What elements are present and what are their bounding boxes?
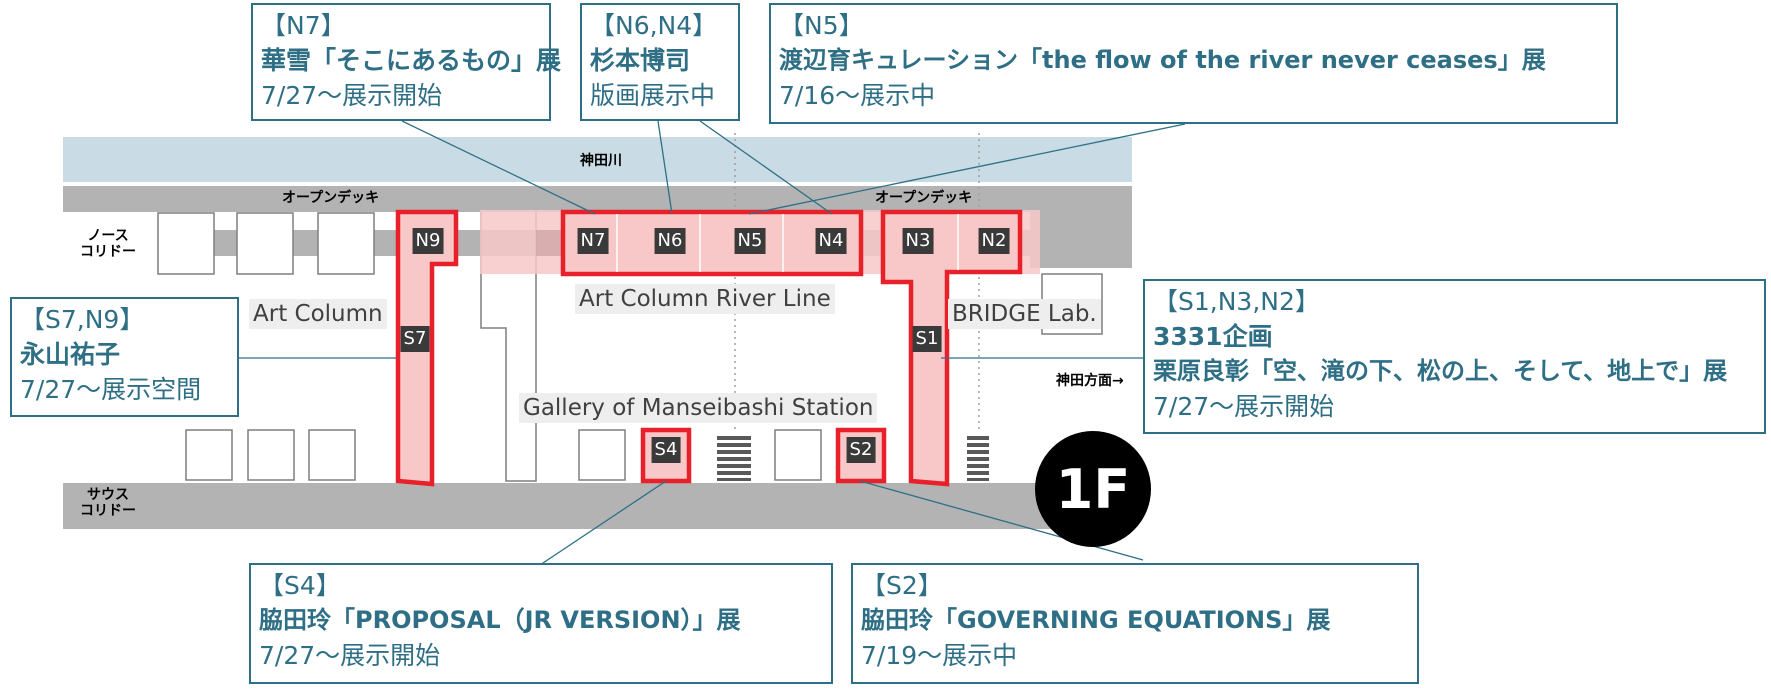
direction-label: 神田方面→ [1056,373,1124,389]
callout-s7n9-code: 【S7,N9】 [20,305,145,334]
callout-n7: 【N7】 華雪「そこにあるもの」展 7/27～展示開始 [251,3,562,121]
callout-s1-n3-n2: 【S1,N3,N2】 3331企画 栗原良彰「空、滝の下、松の上、そして、地上で… [1143,279,1766,434]
open-deck-right-label: オープンデッキ [875,190,973,206]
callout-n6n4-title: 杉本博司 [590,46,691,75]
space-badge-s2[interactable]: S2 [846,437,876,463]
callout-s2-code: 【S2】 [861,571,943,600]
open-deck-left-label: オープンデッキ [282,190,380,206]
floor-indicator-1f: 1F [1035,431,1151,547]
river-label: 神田川 [580,153,622,169]
stairs-left [717,436,751,481]
callout-n7-sub: 7/27～展示開始 [261,81,443,110]
callout-n5-code: 【N5】 [779,11,864,40]
area-bridge-lab: BRIDGE Lab. [948,299,1101,329]
south-corridor [63,483,1132,529]
space-badge-n9[interactable]: N9 [412,228,444,254]
callout-s7n9-sub: 7/27～展示空間 [20,375,202,404]
stairs-right [967,436,989,481]
kanda-river [63,137,1132,182]
space-badge-n3[interactable]: N3 [902,228,934,254]
callout-s4-code: 【S4】 [259,571,341,600]
area-art-column: Art Column [249,299,387,329]
space-badge-n7[interactable]: N7 [577,228,609,254]
callout-s4-sub: 7/27～展示開始 [259,641,441,670]
callout-n6n4-code: 【N6,N4】 [590,11,718,40]
space-badge-s1[interactable]: S1 [912,326,942,352]
callout-n5: 【N5】 渡辺育キュレーション「the flow of the river ne… [769,3,1618,124]
callout-n5-title: 渡辺育キュレーション「the flow of the river never c… [779,46,1546,74]
space-badge-s4[interactable]: S4 [651,437,681,463]
callout-s2-title: 脇田玲「GOVERNING EQUATIONS」展 [861,606,1331,634]
north-corridor-label: ノース コリドー [80,228,136,260]
space-badge-n4[interactable]: N4 [815,228,847,254]
area-art-column-river-line: Art Column River Line [575,284,835,314]
callout-s2-sub: 7/19～展示中 [861,641,1018,670]
callout-s7n9-title: 永山祐子 [20,340,121,369]
callout-n7-title: 華雪「そこにあるもの」展 [261,46,562,75]
callout-n6-n4: 【N6,N4】 杉本博司 版画展示中 [580,3,740,121]
space-badge-n2[interactable]: N2 [978,228,1010,254]
callout-n6n4-sub: 版画展示中 [590,81,716,110]
callout-n5-sub: 7/16～展示中 [779,81,936,110]
callout-s1n3n2-title: 3331企画 [1153,322,1273,351]
callout-s4: 【S4】 脇田玲「PROPOSAL（JR VERSION）」展 7/27～展示開… [249,563,833,684]
callout-s1n3n2-sub: 7/27～展示開始 [1153,392,1335,421]
callout-s1n3n2-code: 【S1,N3,N2】 [1153,287,1320,316]
south-corridor-label: サウス コリドー [80,487,136,519]
north-corridor [63,186,1132,212]
space-badge-n6[interactable]: N6 [654,228,686,254]
space-badge-s7[interactable]: S7 [400,326,430,352]
callout-s2: 【S2】 脇田玲「GOVERNING EQUATIONS」展 7/19～展示中 [851,563,1419,684]
callout-n7-code: 【N7】 [261,11,346,40]
space-n4-n7 [560,209,864,277]
space-s1-n3-n2 [880,209,1023,487]
area-gallery-manseibashi: Gallery of Manseibashi Station [519,393,878,423]
callout-s4-title: 脇田玲「PROPOSAL（JR VERSION）」展 [259,606,741,634]
space-badge-n5[interactable]: N5 [734,228,766,254]
callout-s1n3n2-title2: 栗原良彰「空、滝の下、松の上、そして、地上で」展 [1153,357,1728,385]
callout-s7-n9: 【S7,N9】 永山祐子 7/27～展示空間 [10,297,239,417]
